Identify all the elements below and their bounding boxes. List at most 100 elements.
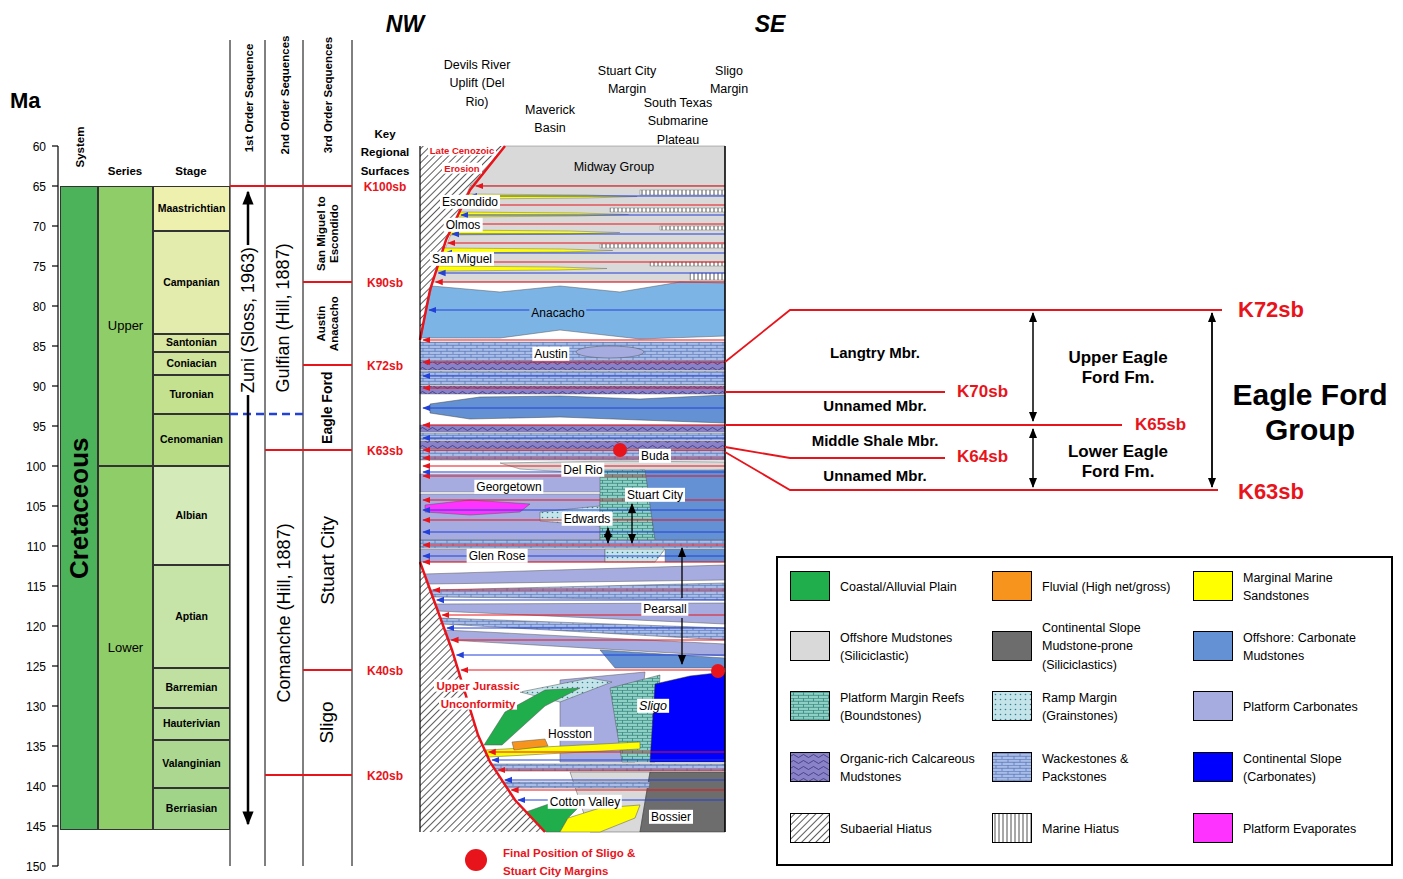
legend-anchor: Organic-rich Calcareous Mudstones xyxy=(840,749,980,786)
offshore-mudstone xyxy=(432,186,725,282)
legend-text: Continental Slope Mudstone-prone (Silici… xyxy=(1042,621,1141,672)
chart-label: Midway Group xyxy=(572,160,657,174)
carbonate-lens xyxy=(576,346,644,358)
label-anchor: Unnamed Mbr. xyxy=(823,467,926,485)
axis-tick xyxy=(52,545,58,546)
node-text: Santonian xyxy=(166,337,217,349)
chart-label: Final Position of Sligo & Stuart City Ma… xyxy=(503,847,635,877)
chart-label: 75 xyxy=(33,260,46,274)
stage-cell: Santonian xyxy=(153,334,230,352)
flooding-surface-arrow xyxy=(492,760,725,761)
chart-label: 1st Order Sequence xyxy=(243,44,255,153)
range-arrow xyxy=(631,504,632,543)
stage-cell: Barremian xyxy=(153,668,230,708)
label-anchor: 2nd Order Sequences xyxy=(275,36,293,155)
label-anchor: K40sb xyxy=(365,661,405,679)
chart-label: 70 xyxy=(33,220,46,234)
sequence-cell: Gulfian (Hill, 1887) xyxy=(265,186,303,450)
flooding-surface-arrow xyxy=(437,600,725,601)
label-anchor: Stuart City xyxy=(625,485,685,503)
legend-swatch xyxy=(1193,813,1233,843)
label-anchor: K20sb xyxy=(365,766,405,784)
node-text: Aptian xyxy=(175,611,208,623)
label-anchor: K90sb xyxy=(365,273,405,291)
sequence-boundary-arrow xyxy=(433,589,725,590)
legend-text: Platform Margin Reefs (Boundstones) xyxy=(840,691,964,723)
legend-pattern-fill xyxy=(791,692,829,720)
label-anchor: 100 xyxy=(26,457,46,475)
chart-label: K20sb xyxy=(365,769,405,783)
flooding-surface-arrow xyxy=(447,628,725,629)
sequence-boundary-arrow xyxy=(423,361,725,362)
sequence-cell: Comanche (Hill, 1887) xyxy=(265,450,303,775)
label-anchor: 110 xyxy=(27,537,46,555)
label-anchor: K70sb xyxy=(957,382,1008,402)
chart-label: System xyxy=(74,127,86,168)
chart-label: K63sb xyxy=(365,444,405,458)
margin-dot xyxy=(711,664,725,678)
sequence-boundary-arrow xyxy=(489,751,725,752)
label-anchor: K63sb xyxy=(1238,479,1304,504)
chart-label: K72sb xyxy=(1238,297,1304,322)
chart-label: Georgetown xyxy=(474,480,543,494)
node-text: Coniacian xyxy=(166,358,216,370)
chart-label: Langtry Mbr. xyxy=(830,344,920,361)
label-anchor: Zuni (Sloss, 1963) xyxy=(238,245,259,395)
label-anchor: Escondido xyxy=(440,192,500,210)
chart-label: 125 xyxy=(26,660,46,674)
stage-cell: Coniacian xyxy=(153,352,230,375)
label-anchor: Lower Eagle Ford Fm. xyxy=(1056,442,1181,481)
node-text: Barremian xyxy=(166,682,218,694)
section-ground xyxy=(420,146,725,832)
austin-unit xyxy=(420,342,725,362)
label-anchor: 1st Order Sequence xyxy=(239,44,257,153)
stage-cell: Berriasian xyxy=(153,788,230,830)
chart-label: Upper Eagle Ford Fm. xyxy=(1068,348,1167,387)
chart-label: South Texas Submarine Plateau xyxy=(644,96,713,147)
label-anchor: Unnamed Mbr. xyxy=(823,397,926,415)
stage-cell: Valanginian xyxy=(153,740,230,788)
range-arrow xyxy=(681,548,682,598)
label-anchor: Sligo Margin xyxy=(703,61,755,98)
chart-label: 85 xyxy=(33,340,46,354)
legend-anchor: Ramp Margin (Grainstones) xyxy=(1042,688,1182,725)
marginal-sandstone xyxy=(560,805,640,832)
chart-label: 100 xyxy=(26,460,46,474)
label-anchor: Ma xyxy=(10,88,41,113)
organic-mudstone xyxy=(420,362,725,370)
sequence-cell: Sligo xyxy=(303,670,352,775)
legend-pattern-fill xyxy=(993,692,1031,720)
chart-label: San Miguel xyxy=(430,252,494,266)
legend-pattern xyxy=(993,814,1031,842)
legend-anchor: Offshore Mudstones (Siliciclastic) xyxy=(840,628,980,665)
section-frame xyxy=(419,146,420,832)
chart-label: K72sb xyxy=(365,359,405,373)
chart-label: Buda xyxy=(639,449,671,463)
flooding-surface-arrow xyxy=(423,408,725,409)
axis-tick xyxy=(52,825,58,826)
node-text: Turonian xyxy=(169,389,213,401)
pearsall-wedge xyxy=(430,583,725,600)
label-anchor: 95 xyxy=(33,417,46,435)
label-anchor: 65 xyxy=(33,177,46,195)
range-arrow xyxy=(607,528,608,543)
chart-label: Unnamed Mbr. xyxy=(823,467,926,484)
wackestone xyxy=(503,782,650,788)
label-anchor: Midway Group xyxy=(572,157,657,175)
fluvial-unit xyxy=(512,739,548,750)
sequence-boundary-arrow xyxy=(423,339,725,340)
margin-dot xyxy=(613,443,627,457)
label-anchor: 60 xyxy=(33,137,46,155)
chart-label: Anacacho xyxy=(529,306,586,320)
sequence-cell: Stuart City xyxy=(303,450,352,670)
sequence-line xyxy=(303,669,352,671)
chart-label: 120 xyxy=(26,620,46,634)
legend-text: Wackestones & Packstones xyxy=(1042,752,1128,784)
label-anchor: K100sb xyxy=(362,177,409,195)
label-anchor: NW xyxy=(386,11,424,37)
legend-pattern-fill xyxy=(993,753,1031,781)
chart-label: Sligo Margin xyxy=(710,64,748,96)
label-anchor: 145 xyxy=(26,817,46,835)
chart-label: Glen Rose xyxy=(467,549,528,563)
stage-cell: Cenomanian xyxy=(153,414,230,466)
